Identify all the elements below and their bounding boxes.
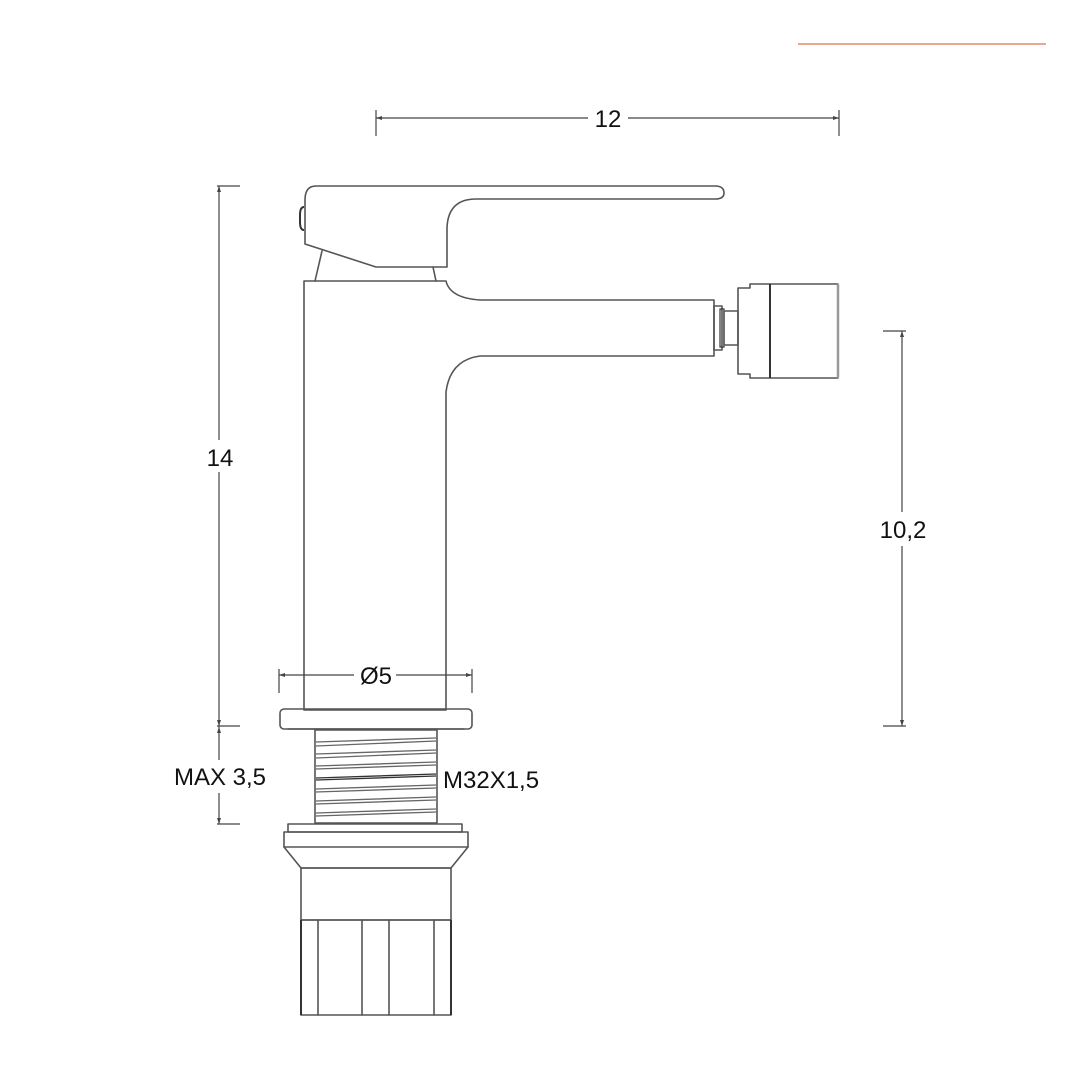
dimension-diameter: Ø5 bbox=[278, 663, 473, 693]
cartridge-neck bbox=[314, 250, 437, 282]
fixing-washer bbox=[287, 823, 463, 833]
threaded-shank bbox=[314, 729, 438, 824]
base-flange bbox=[279, 708, 473, 730]
header-accent-line bbox=[798, 43, 1046, 45]
aerator bbox=[713, 283, 840, 379]
fixing-nut-flutes bbox=[300, 919, 452, 1016]
dimension-spout-height: 10,2 bbox=[880, 330, 927, 727]
max-deck-label: MAX 3,5 bbox=[174, 764, 266, 791]
dimension-height: 14 bbox=[207, 185, 240, 727]
dimension-width: 12 bbox=[375, 106, 840, 136]
fixing-nut-rim bbox=[283, 831, 469, 848]
fixing-nut-taper bbox=[283, 846, 469, 869]
spout-height-label: 10,2 bbox=[880, 517, 927, 544]
thread-spec-label: M32X1,5 bbox=[443, 767, 539, 794]
base-assembly bbox=[279, 708, 473, 1016]
diameter-label: Ø5 bbox=[360, 663, 392, 690]
body-column bbox=[303, 280, 715, 711]
fixing-nut-collar bbox=[300, 867, 452, 921]
lever-pin bbox=[299, 206, 305, 231]
lever-handle bbox=[304, 185, 725, 268]
faucet-body bbox=[299, 185, 840, 711]
width-label: 12 bbox=[595, 106, 622, 133]
height-label: 14 bbox=[207, 445, 234, 472]
dimension-max-deck: MAX 3,5 bbox=[174, 726, 266, 825]
